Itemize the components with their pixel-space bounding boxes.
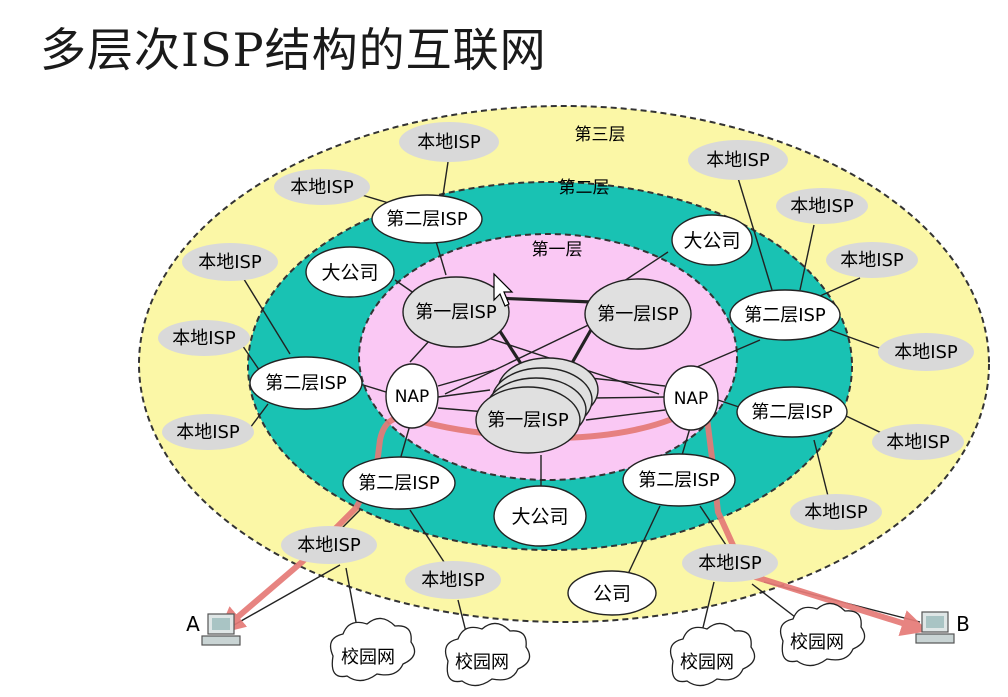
local-isp: 本地ISP	[826, 242, 918, 278]
host-a-label: A	[186, 612, 200, 636]
svg-text:本地ISP: 本地ISP	[176, 422, 240, 443]
layer-label-1: 第一层	[532, 240, 583, 260]
campus-network: 校园网	[329, 617, 416, 682]
tier1-isp: 第一层ISP	[402, 276, 510, 348]
big-company: 大公司	[493, 485, 587, 547]
campus-network: 校园网	[779, 602, 866, 667]
local-isp: 本地ISP	[158, 320, 250, 356]
svg-text:校园网: 校园网	[341, 647, 395, 668]
local-isp: 本地ISP	[872, 424, 964, 460]
tier2-isp: 第二层ISP	[249, 356, 363, 410]
local-isp: 本地ISP	[405, 561, 501, 599]
nap: NAP	[663, 365, 719, 431]
svg-text:第一层ISP: 第一层ISP	[597, 304, 679, 325]
tier2-isp: 第二层ISP	[371, 194, 483, 244]
nap: NAP	[385, 363, 439, 429]
svg-text:第二层ISP: 第二层ISP	[744, 305, 826, 326]
company: 公司	[567, 570, 657, 616]
local-isp: 本地ISP	[688, 140, 788, 180]
svg-text:大公司: 大公司	[321, 262, 378, 284]
campus-network: 校园网	[444, 622, 531, 687]
tier1-isp-stack: 第一层ISP	[475, 357, 599, 454]
campus-network: 校园网	[669, 622, 756, 687]
svg-text:大公司: 大公司	[511, 506, 568, 528]
local-isp: 本地ISP	[682, 544, 778, 582]
svg-text:NAP: NAP	[395, 387, 430, 407]
svg-text:本地ISP: 本地ISP	[894, 342, 958, 363]
cursor-icon	[493, 272, 514, 307]
svg-text:本地ISP: 本地ISP	[886, 432, 950, 453]
svg-text:本地ISP: 本地ISP	[198, 252, 262, 273]
computer-icon	[915, 611, 955, 644]
local-isp: 本地ISP	[790, 494, 882, 530]
tier2-isp: 第二层ISP	[729, 289, 841, 341]
local-isp: 本地ISP	[776, 188, 868, 224]
computer-icon	[201, 613, 241, 646]
svg-text:第二层ISP: 第二层ISP	[358, 473, 440, 494]
svg-text:本地ISP: 本地ISP	[840, 250, 904, 271]
page-title: 多层次ISP结构的互联网	[40, 23, 547, 77]
local-isp: 本地ISP	[274, 169, 370, 205]
svg-text:第一层ISP: 第一层ISP	[415, 302, 497, 323]
big-company: 大公司	[671, 214, 753, 266]
svg-text:本地ISP: 本地ISP	[804, 502, 868, 523]
local-isp: 本地ISP	[878, 333, 974, 371]
svg-text:本地ISP: 本地ISP	[421, 570, 485, 591]
svg-text:校园网: 校园网	[680, 652, 734, 673]
layer-label-2: 第二层	[559, 178, 610, 198]
svg-text:本地ISP: 本地ISP	[297, 535, 361, 556]
svg-text:第二层ISP: 第二层ISP	[751, 402, 833, 423]
svg-text:第二层ISP: 第二层ISP	[265, 373, 347, 394]
svg-text:校园网: 校园网	[455, 652, 509, 673]
svg-text:本地ISP: 本地ISP	[706, 150, 770, 171]
svg-text:校园网: 校园网	[790, 632, 844, 653]
layer-label-3: 第三层	[575, 125, 626, 145]
svg-text:本地ISP: 本地ISP	[698, 553, 762, 574]
tier2-isp: 第二层ISP	[622, 453, 736, 507]
svg-text:第二层ISP: 第二层ISP	[386, 209, 468, 230]
svg-text:本地ISP: 本地ISP	[172, 328, 236, 349]
host-b-label: B	[956, 612, 970, 636]
svg-text:本地ISP: 本地ISP	[790, 196, 854, 217]
svg-text:大公司: 大公司	[683, 230, 740, 252]
tier2-isp: 第二层ISP	[342, 456, 456, 510]
svg-text:公司: 公司	[593, 583, 631, 605]
local-isp: 本地ISP	[182, 243, 278, 281]
svg-text:本地ISP: 本地ISP	[417, 132, 481, 153]
local-isp: 本地ISP	[399, 122, 499, 162]
svg-text:NAP: NAP	[674, 389, 709, 409]
svg-text:第二层ISP: 第二层ISP	[638, 470, 720, 491]
svg-text:第一层ISP: 第一层ISP	[487, 410, 569, 431]
local-isp: 本地ISP	[281, 526, 377, 564]
svg-text:本地ISP: 本地ISP	[290, 177, 354, 198]
big-company: 大公司	[305, 246, 395, 298]
local-isp: 本地ISP	[162, 414, 254, 450]
tier1-isp: 第一层ISP	[584, 278, 692, 350]
tier2-isp: 第二层ISP	[736, 386, 848, 438]
